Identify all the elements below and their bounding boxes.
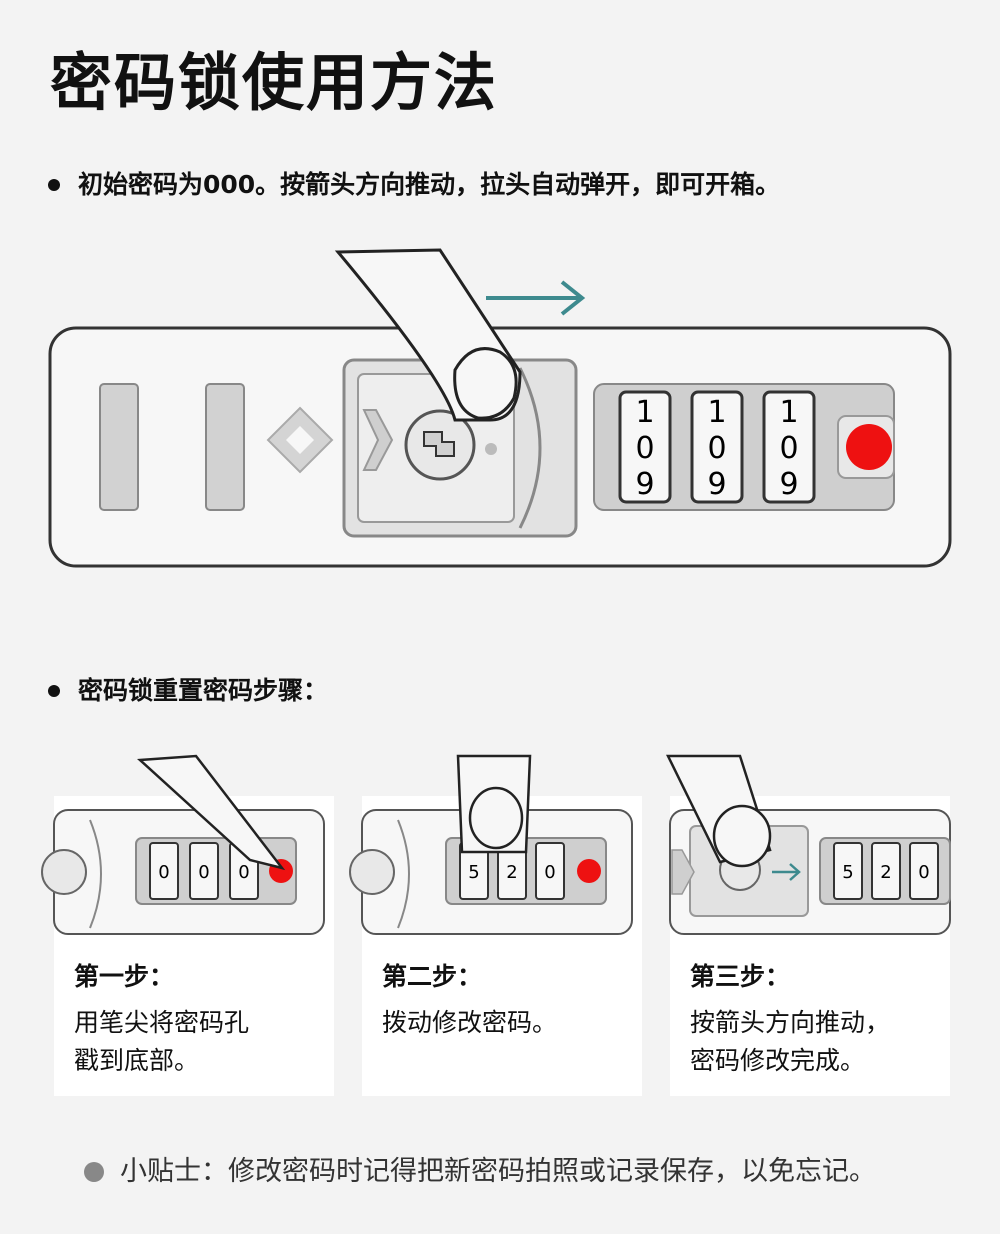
- svg-text:0: 0: [635, 431, 654, 466]
- svg-text:1: 1: [707, 395, 726, 430]
- step-desc-line: 按箭头方向推动，: [690, 1008, 891, 1037]
- svg-text:9: 9: [779, 467, 798, 502]
- svg-text:0: 0: [779, 431, 798, 466]
- svg-text:2: 2: [880, 862, 891, 883]
- chevron-right-icon: [362, 409, 394, 471]
- svg-text:5: 5: [842, 862, 853, 883]
- step-desc-line: 戳到底部。: [74, 1046, 200, 1075]
- step-1-text: 第一步： 用笔尖将密码孔 戳到底部。: [74, 958, 249, 1080]
- step-3-text: 第三步： 按箭头方向推动， 密码修改完成。: [690, 958, 890, 1080]
- svg-text:9: 9: [707, 467, 726, 502]
- svg-text:5: 5: [468, 862, 479, 883]
- zipper-slot: [99, 383, 139, 511]
- dial-wheel-2[interactable]: 1 0 9: [690, 390, 744, 504]
- svg-text:1: 1: [779, 395, 798, 430]
- page-title: 密码锁使用方法: [50, 46, 499, 119]
- step-title: 第三步：: [690, 962, 791, 991]
- tip-line: 小贴士：修改密码时记得把新密码拍照或记录保存，以免忘记。: [84, 1158, 876, 1185]
- svg-text:0: 0: [707, 431, 726, 466]
- tip-text: 小贴士：修改密码时记得把新密码拍照或记录保存，以免忘记。: [120, 1156, 876, 1187]
- step-2-text: 第二步： 拨动修改密码。: [382, 958, 557, 1042]
- step-desc-line: 密码修改完成。: [690, 1046, 866, 1075]
- finger-icon: [334, 248, 522, 422]
- svg-text:0: 0: [198, 862, 209, 883]
- push-arrow-icon: [772, 863, 801, 881]
- intro-text: 初始密码为000。按箭头方向推动，拉头自动弹开，即可开箱。: [78, 170, 781, 199]
- step-title: 第二步：: [382, 962, 483, 991]
- pen-tip-icon: [136, 754, 286, 871]
- step-title: 第一步：: [74, 962, 175, 991]
- push-arrow-icon: [486, 280, 586, 316]
- svg-text:0: 0: [918, 862, 929, 883]
- finger-icon: [456, 754, 532, 854]
- svg-text:0: 0: [158, 862, 169, 883]
- step-desc-line: 用笔尖将密码孔: [74, 1008, 250, 1037]
- reset-button-icon: [577, 859, 601, 883]
- intro-line: 初始密码为000。按箭头方向推动，拉头自动弹开，即可开箱。: [48, 172, 780, 197]
- dial-wheel-3[interactable]: 1 0 9: [762, 390, 816, 504]
- reset-heading-line: 密码锁重置密码步骤：: [48, 678, 328, 703]
- svg-text:2: 2: [506, 862, 517, 883]
- step2-dials: 5 2 0: [459, 842, 565, 900]
- bullet-dot: [84, 1161, 104, 1182]
- bullet-dot: [48, 684, 60, 697]
- svg-text:0: 0: [238, 862, 249, 883]
- keyhole-icon: [41, 849, 87, 895]
- step3-dials: 5 2 0: [833, 842, 939, 900]
- svg-text:9: 9: [635, 467, 654, 502]
- reset-heading: 密码锁重置密码步骤：: [78, 676, 329, 705]
- dial-wheel-1[interactable]: 1 0 9: [618, 390, 672, 504]
- svg-text:0: 0: [544, 862, 555, 883]
- keyhole-icon: [349, 849, 395, 895]
- svg-text:1: 1: [635, 395, 654, 430]
- finger-icon: [665, 754, 772, 868]
- tsa-logo-icon: [266, 406, 334, 474]
- step-desc-line: 拨动修改密码。: [382, 1008, 558, 1037]
- reset-button-icon[interactable]: [846, 424, 892, 470]
- zipper-slot: [205, 383, 245, 511]
- bullet-dot: [48, 178, 60, 191]
